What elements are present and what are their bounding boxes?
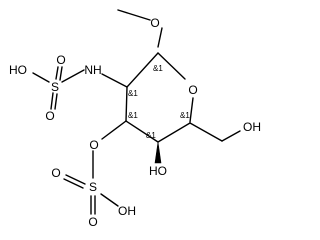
atom-o3: O [89, 138, 98, 152]
stereo-label-c5: &1 [180, 111, 190, 120]
bond-c3-c2 [125, 86, 128, 122]
bond-s1-o-down-a [50, 92, 54, 110]
bond-nh-s1 [61, 69, 85, 83]
stereo-label-c4: &1 [146, 131, 156, 140]
bond-ch2-oh [221, 130, 241, 142]
bond-c3-o3 [101, 120, 127, 140]
atom-s2-o-down: O [88, 215, 97, 229]
stereo-label-c2: &1 [128, 89, 138, 98]
atom-methoxy-o: O [150, 16, 159, 30]
bond-s1-o-up-b [59, 66, 63, 81]
atom-ring-o: O [188, 83, 197, 97]
bond-o-c1 [157, 27, 163, 48]
bond-methyl-o [117, 9, 151, 21]
bond-ringo-c5 [189, 97, 194, 123]
bond-c1-c2 [126, 52, 159, 88]
atom-s2-oh: OH [118, 204, 136, 218]
stereo-label-c3: &1 [128, 111, 138, 120]
bond-c4-c3 [125, 120, 159, 143]
atom-s1-o-down: O [45, 109, 54, 123]
atom-c4-ho: HO [149, 164, 167, 178]
bond-c5-ch2 [189, 122, 223, 142]
atom-s1-oh: HO [9, 63, 27, 77]
atom-c6-oh: OH [243, 120, 261, 134]
bond-s1-o-up-a [55, 66, 59, 80]
bond-c1-ringo [157, 52, 186, 80]
bond-c5-c4 [157, 122, 191, 143]
bond-s2-oh [100, 193, 119, 207]
atom-nh: NH [84, 63, 101, 77]
atom-s2: S [89, 180, 97, 194]
atom-s1: S [51, 80, 59, 94]
molecule-structure: O O NH S HO O O O S O OH O HO OH &1 &1 &… [9, 9, 261, 229]
bond-s2-o-left-b [63, 178, 84, 189]
wedge-c4-ho [154, 141, 162, 164]
bond-c2-nh [101, 73, 128, 88]
stereo-label-c1: &1 [153, 64, 163, 73]
bond-s1-o-down-b [54, 93, 58, 110]
bond-s1-oh [32, 72, 50, 83]
atom-s2-o-left: O [51, 166, 60, 180]
bond-s2-o-left-a [65, 174, 86, 185]
atom-s1-o-up: O [56, 53, 65, 67]
